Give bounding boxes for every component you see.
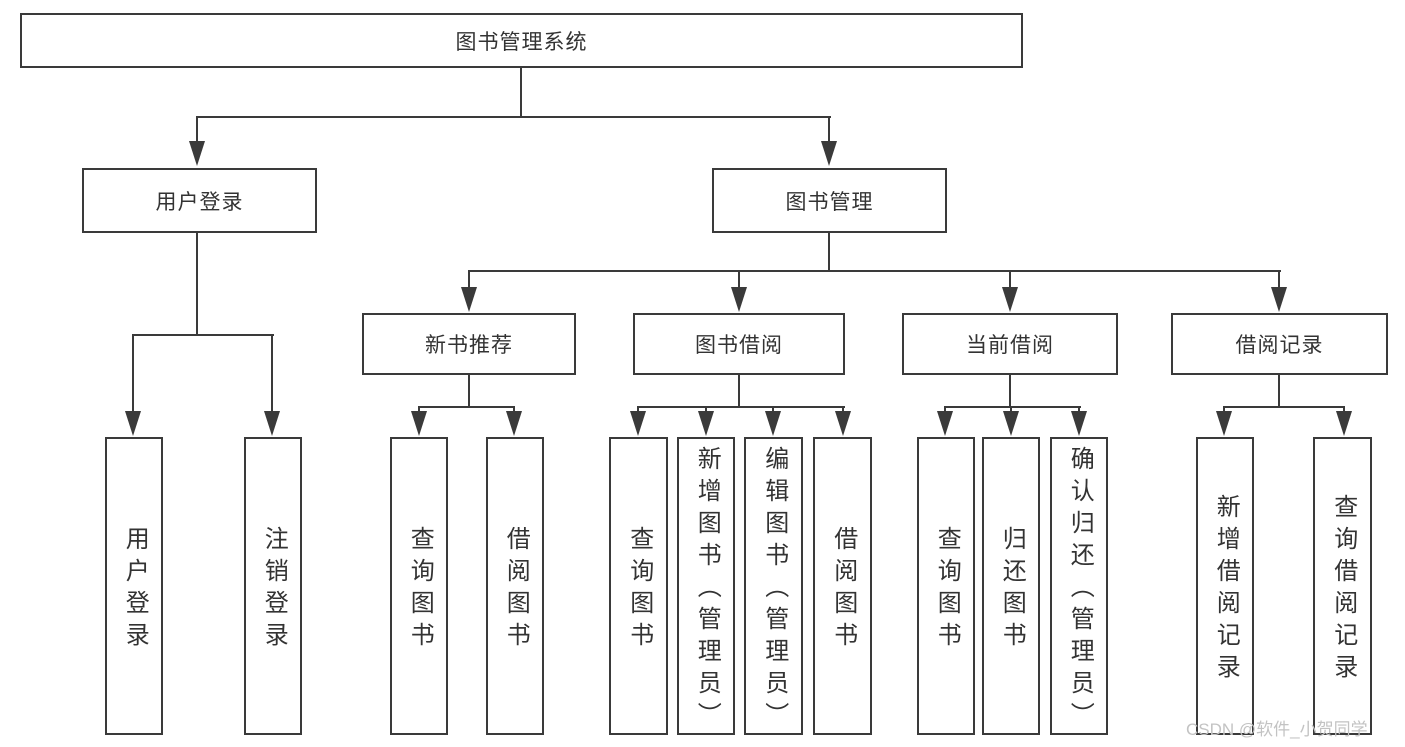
node-leaf-edit-book-admin: 编辑图书（管理员）: [744, 437, 803, 735]
arrowhead-icon: [411, 411, 427, 436]
connector-stem: [468, 375, 470, 408]
node-leaf-logout-label: 注销登录: [260, 526, 288, 654]
node-book-borrowing: 图书借阅: [633, 313, 845, 375]
connector-stem: [828, 233, 830, 272]
node-new-book-recommend-label: 新书推荐: [425, 334, 513, 357]
connector-bar: [132, 334, 274, 336]
node-leaf-query-book-borrowing-label: 查询图书: [625, 526, 653, 654]
node-leaf-user-login: 用户登录: [105, 437, 163, 735]
connector-branch: [637, 406, 639, 413]
connector-bar: [1223, 406, 1345, 408]
node-leaf-query-book-recommend-label: 查询图书: [406, 526, 434, 654]
node-leaf-query-book-recommend: 查询图书: [390, 437, 448, 735]
arrowhead-icon: [461, 287, 477, 312]
node-leaf-borrow-book-recommend: 借阅图书: [486, 437, 544, 735]
connector-branch: [1010, 406, 1012, 413]
node-book-management-label: 图书管理: [785, 190, 874, 214]
connector-branch: [738, 270, 740, 289]
node-leaf-borrow-book-label: 借阅图书: [829, 526, 857, 654]
connector-branch: [513, 406, 515, 413]
node-leaf-user-login-label: 用户登录: [121, 526, 149, 654]
connector-branch: [271, 334, 273, 413]
node-root-label: 图书管理系统: [455, 30, 588, 54]
connector-branch: [468, 270, 470, 289]
connector-stem: [196, 233, 198, 336]
node-leaf-edit-book-admin-label: 编辑图书（管理员）: [760, 446, 788, 734]
connector-branch: [944, 406, 946, 413]
connector-bar: [944, 406, 1081, 408]
node-leaf-return-book-label: 归还图书: [998, 526, 1026, 654]
connector-branch: [1009, 270, 1011, 289]
connector-level2-bar: [468, 270, 1281, 272]
node-leaf-return-book: 归还图书: [982, 437, 1040, 735]
arrowhead-icon: [698, 411, 714, 436]
node-borrowing-records-label: 借阅记录: [1235, 334, 1324, 357]
connector-branch: [1223, 406, 1225, 413]
connector-branch: [1078, 406, 1080, 413]
arrowhead-icon: [506, 411, 522, 436]
connector-branch: [1278, 270, 1280, 289]
node-new-book-recommend: 新书推荐: [362, 313, 576, 375]
arrowhead-icon: [189, 141, 205, 166]
arrowhead-icon: [1071, 411, 1087, 436]
connector-branch: [705, 406, 707, 413]
node-leaf-borrow-book: 借阅图书: [813, 437, 872, 735]
arrowhead-icon: [835, 411, 851, 436]
node-root: 图书管理系统: [20, 13, 1023, 68]
node-leaf-query-borrow-record: 查询借阅记录: [1313, 437, 1372, 735]
arrowhead-icon: [125, 411, 141, 436]
node-user-login-label: 用户登录: [155, 190, 244, 214]
node-borrowing-records: 借阅记录: [1171, 313, 1388, 375]
arrowhead-icon: [765, 411, 781, 436]
node-leaf-query-book-borrowing: 查询图书: [609, 437, 668, 735]
arrowhead-icon: [1216, 411, 1232, 436]
node-leaf-confirm-return-admin: 确认归还（管理员）: [1050, 437, 1108, 735]
node-leaf-query-borrow-record-label: 查询借阅记录: [1329, 494, 1357, 686]
connector-branch: [1343, 406, 1345, 413]
connector-stem: [1009, 375, 1011, 408]
connector-branch: [418, 406, 420, 413]
arrowhead-icon: [1336, 411, 1352, 436]
node-book-borrowing-label: 图书借阅: [695, 334, 783, 357]
connector-branch: [772, 406, 774, 413]
node-leaf-query-book-current: 查询图书: [917, 437, 975, 735]
connector-stem: [738, 375, 740, 408]
node-user-login: 用户登录: [82, 168, 317, 233]
node-leaf-confirm-return-admin-label: 确认归还（管理员）: [1066, 446, 1094, 734]
node-book-management: 图书管理: [712, 168, 947, 233]
connector-bar: [418, 406, 515, 408]
connector-branch: [842, 406, 844, 413]
connector-level1-bar: [196, 116, 831, 118]
connector-branch: [828, 116, 830, 144]
arrowhead-icon: [821, 141, 837, 166]
node-leaf-add-book-admin: 新增图书（管理员）: [677, 437, 735, 735]
arrowhead-icon: [937, 411, 953, 436]
node-leaf-add-borrow-record-label: 新增借阅记录: [1212, 494, 1240, 686]
arrowhead-icon: [1271, 287, 1287, 312]
csdn-watermark: CSDN @软件_小贺同学: [1186, 720, 1368, 739]
arrowhead-icon: [1002, 287, 1018, 312]
connector-branch: [132, 334, 134, 413]
node-current-borrowing: 当前借阅: [902, 313, 1118, 375]
node-leaf-add-book-admin-label: 新增图书（管理员）: [693, 446, 721, 734]
connector-root-stem: [520, 68, 522, 118]
node-leaf-logout: 注销登录: [244, 437, 302, 735]
node-leaf-add-borrow-record: 新增借阅记录: [1196, 437, 1254, 735]
connector-stem: [1278, 375, 1280, 408]
arrowhead-icon: [630, 411, 646, 436]
node-current-borrowing-label: 当前借阅: [966, 334, 1054, 357]
node-leaf-query-book-current-label: 查询图书: [933, 526, 961, 654]
arrowhead-icon: [264, 411, 280, 436]
connector-bar: [637, 406, 845, 408]
connector-branch: [196, 116, 198, 144]
arrowhead-icon: [1003, 411, 1019, 436]
node-leaf-borrow-book-recommend-label: 借阅图书: [502, 526, 530, 654]
arrowhead-icon: [731, 287, 747, 312]
